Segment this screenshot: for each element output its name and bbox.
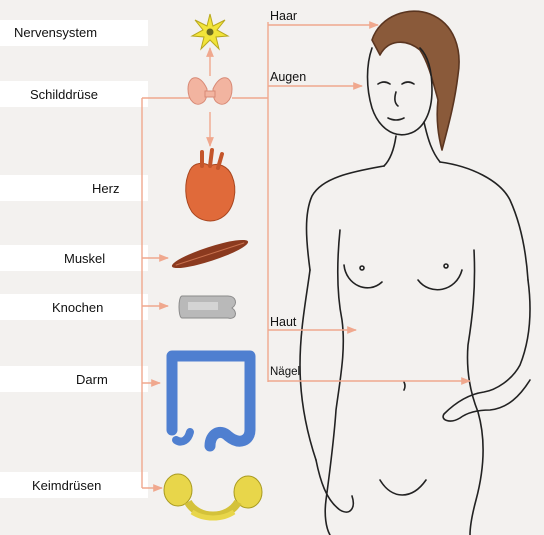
label-naegel: Nägel [270,366,300,378]
label-muskel: Muskel [64,251,105,266]
neck [384,122,440,166]
arm-right [443,280,530,421]
nose [395,92,398,106]
shoulder-right [440,162,528,280]
bone-icon [179,296,235,318]
torso-left [325,230,343,535]
label-augen: Augen [270,70,306,84]
label-nervensystem: Nervensystem [14,25,97,40]
eye-right [402,82,414,84]
breast-right [418,270,462,290]
mouth [388,118,404,120]
pelvis [380,480,426,495]
shoulder-left [307,166,385,270]
navel [404,382,405,390]
gonads-icon [164,474,262,518]
arm-left [300,270,316,460]
label-darm: Darm [76,372,108,387]
label-schilddruese: Schilddrüse [30,87,98,102]
muscle-icon [170,235,250,273]
label-haut: Haut [270,315,296,329]
thyroid-icon [188,78,232,104]
breast-left [344,265,382,288]
eye-left [378,82,390,84]
label-herz: Herz [92,181,119,196]
heart-icon [186,150,235,221]
nipple-left [360,266,364,270]
label-knochen: Knochen [52,300,103,315]
label-haar: Haar [270,9,297,23]
nipple-right [444,264,448,268]
woman-figure [300,11,530,535]
face-outline [368,48,433,135]
intestine-icon [172,356,250,446]
hand-left [316,460,353,512]
label-keimdruesen: Keimdrüsen [32,478,101,493]
neuron-icon [192,14,228,49]
